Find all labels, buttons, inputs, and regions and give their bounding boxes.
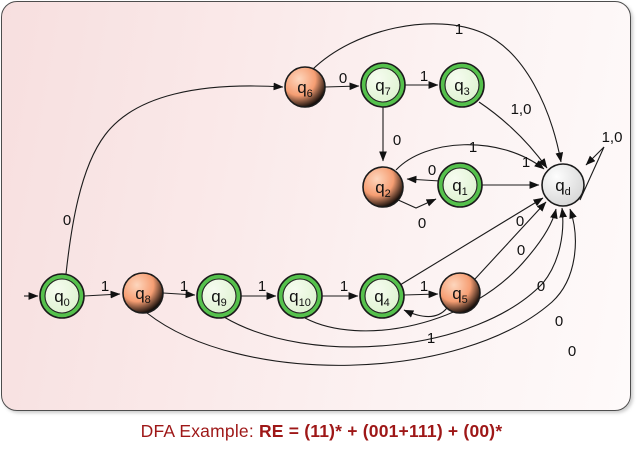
edge-label-q0-q8: 1 (101, 278, 109, 295)
states: q0 q8 q9 q10 q4 q5 (39, 62, 585, 319)
state-q7: q7 (360, 62, 406, 108)
state-q3-label: q3 (454, 76, 470, 98)
edge-label-q10-q4: 1 (340, 278, 348, 295)
caption-formula: RE = (11)* + (001+111) + (00)* (258, 421, 503, 441)
edge-q0-q8 (83, 290, 121, 299)
edge-labels: 1 1 1 1 1 1 0 0 1 0 1 1,0 1 1 0 0 1,0 0 … (63, 21, 623, 360)
edge-label-q2-qd: 1 (469, 139, 477, 156)
edge-q5-q4 (403, 307, 448, 318)
edge-q4-qd (399, 197, 544, 286)
edge-label-q2-q1: 0 (418, 215, 426, 232)
state-q10: q10 (277, 273, 323, 319)
edge-q6-qd (311, 23, 564, 163)
edge-label-q4-q5: 1 (420, 278, 428, 295)
edge-label-q6-q7: 0 (339, 70, 347, 87)
edge-q5-qd (474, 201, 547, 280)
edge-q8-qd (146, 208, 577, 366)
edge-q2-q1 (395, 198, 437, 209)
caption: DFA Example: RE = (11)* + (001+111) + (0… (0, 421, 643, 442)
edge-q6-q7 (324, 82, 360, 91)
edge-label-qd-self: 1,0 (602, 129, 623, 146)
edge-label-q6-qd: 1 (455, 21, 463, 38)
edge-label-q5-qd: 0 (517, 242, 525, 259)
edge-label-q3-qd: 1,0 (511, 101, 532, 118)
state-q0-label: q0 (54, 287, 70, 309)
state-q1-label: q1 (452, 176, 468, 198)
state-q4-label: q4 (374, 287, 390, 309)
edge-label-q8-qd: 0 (568, 343, 576, 360)
state-q2: q2 (362, 166, 404, 208)
edge-q10-qd (304, 208, 558, 332)
state-qd: qd (541, 163, 585, 207)
edge-label-q0-q6: 0 (63, 212, 71, 229)
state-q8: q8 (122, 272, 164, 314)
edge-q0-q6 (65, 82, 284, 275)
edge-label-q9-qd: 0 (555, 313, 563, 330)
state-qd-label: qd (555, 176, 571, 198)
state-q0: q0 (39, 273, 85, 319)
state-q5: q5 (439, 272, 481, 314)
edge-label-q4-qd: 0 (516, 213, 524, 230)
edge-label-q1-q2: 0 (428, 162, 436, 179)
edge-label-q8-q9: 1 (180, 278, 188, 295)
state-q1: q1 (437, 162, 483, 208)
caption-prefix: DFA Example: (140, 421, 259, 441)
dfa-diagram: 1 1 1 1 1 1 0 0 1 0 1 1,0 1 1 0 0 1,0 0 … (24, 21, 623, 366)
state-q4: q4 (359, 273, 405, 319)
state-q3: q3 (439, 62, 485, 108)
edge-q2-qd (395, 144, 545, 171)
state-q5-label: q5 (452, 284, 468, 306)
state-q10-label: q10 (289, 287, 311, 309)
edge-q1-q2 (406, 175, 441, 184)
edge-label-q7-q2: 0 (393, 132, 401, 149)
edge-qd-self-loop (579, 146, 605, 201)
edge-label-q10-qd: 0 (537, 278, 545, 295)
edges (24, 23, 605, 366)
diagram-panel (1, 1, 631, 411)
edge-q8-q9 (162, 290, 196, 299)
edge-label-q9-q10: 1 (258, 278, 266, 295)
state-q9: q9 (196, 273, 242, 319)
state-q8-label: q8 (135, 284, 151, 306)
edge-q9-qd (223, 207, 567, 348)
edge-label-q5-q4: 1 (427, 330, 435, 347)
edge-label-q1-qd: 1 (522, 154, 530, 171)
state-q2-label: q2 (375, 178, 391, 200)
state-q9-label: q9 (211, 287, 227, 309)
edge-label-q7-q3: 1 (420, 68, 428, 85)
state-q6: q6 (284, 66, 326, 108)
edge-q4-q5 (403, 290, 439, 299)
state-q7-label: q7 (375, 76, 391, 98)
state-q6-label: q6 (297, 78, 313, 100)
